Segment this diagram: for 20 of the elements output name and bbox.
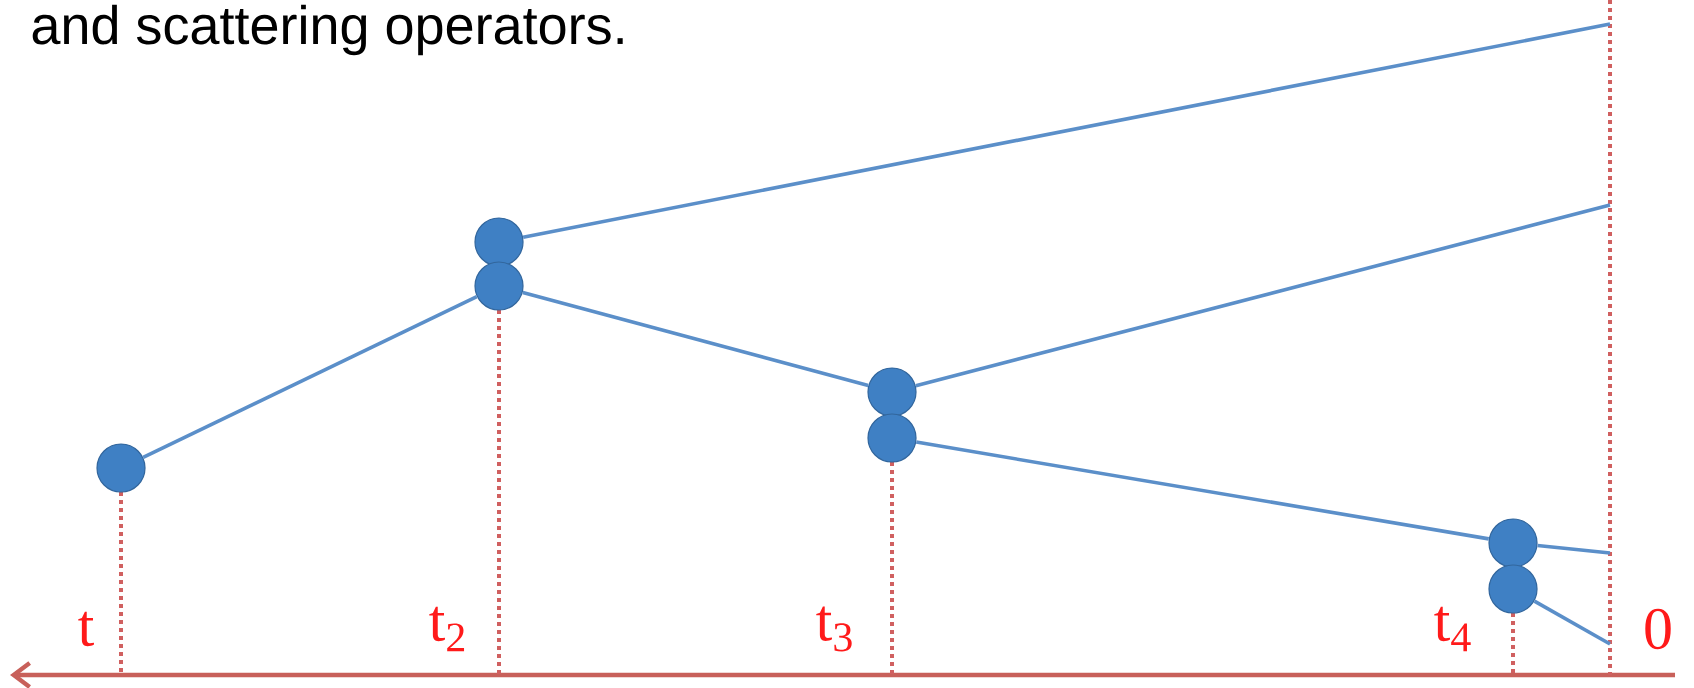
circle-node bbox=[474, 217, 524, 267]
line bbox=[522, 22, 1611, 239]
circle-node bbox=[867, 367, 917, 417]
tick-label: t bbox=[78, 611, 94, 647]
circle-node bbox=[1488, 564, 1538, 614]
circle-node bbox=[96, 443, 146, 493]
circle-node bbox=[1488, 518, 1538, 568]
line bbox=[1537, 543, 1611, 555]
tick-label: t$_{3}$ bbox=[816, 606, 852, 652]
tick-label: t$_{4}$ bbox=[1434, 606, 1471, 652]
line bbox=[1533, 599, 1611, 646]
circle-node bbox=[474, 261, 524, 311]
circle-node bbox=[867, 413, 917, 463]
line bbox=[142, 295, 478, 459]
line bbox=[522, 290, 869, 388]
line bbox=[915, 203, 1611, 388]
heading-text: and scattering operators. bbox=[32, 4, 623, 56]
tick-label: 0 bbox=[1645, 608, 1671, 650]
tick-label: t$_{2}$ bbox=[429, 606, 465, 652]
line bbox=[915, 440, 1490, 541]
